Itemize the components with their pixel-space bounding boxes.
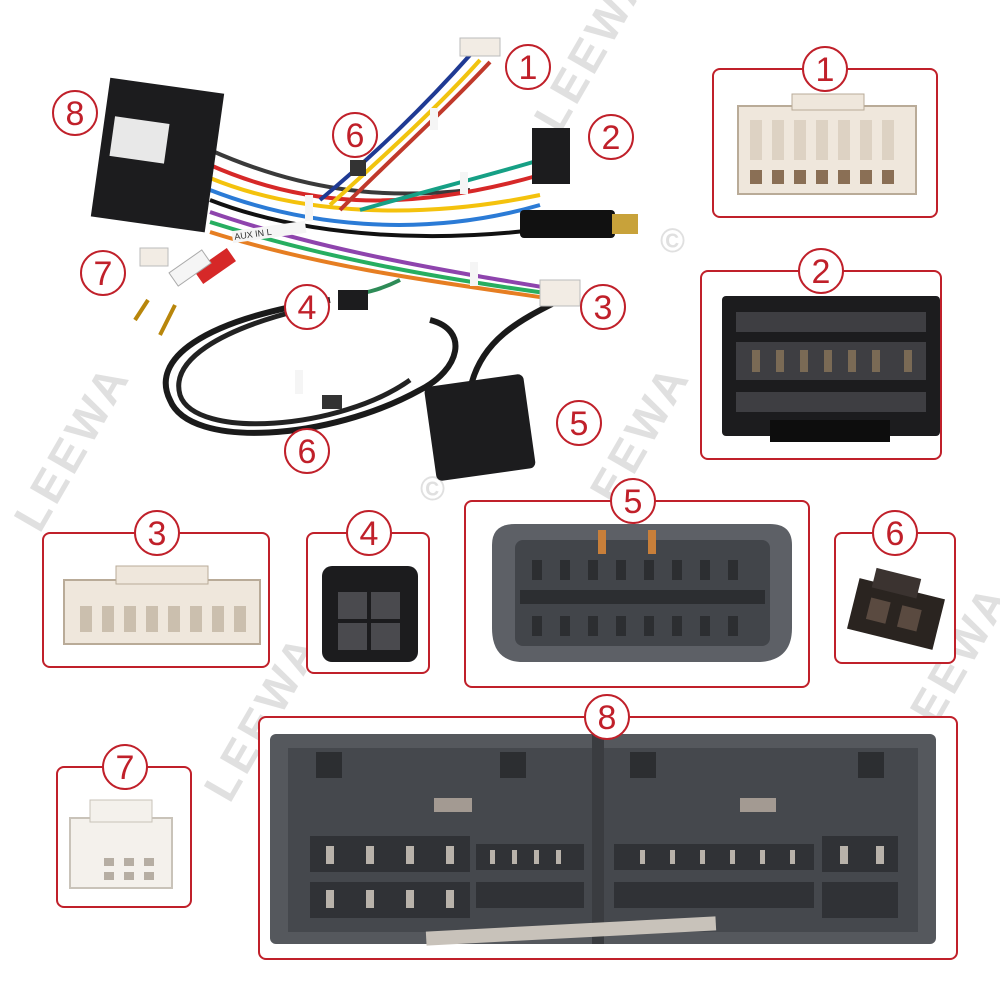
badge-harness-1: 1 — [505, 44, 551, 90]
badge-panel-2: 2 — [798, 248, 844, 294]
badge-panel-7: 7 — [102, 744, 148, 790]
panel-connector-2 — [700, 270, 942, 460]
panel-connector-5 — [464, 500, 810, 688]
badge-panel-4: 4 — [346, 510, 392, 556]
badge-harness-6-top: 6 — [332, 112, 378, 158]
badge-harness-7: 7 — [80, 250, 126, 296]
badge-harness-2: 2 — [588, 114, 634, 160]
badge-harness-6-bottom: 6 — [284, 428, 330, 474]
panel-connector-8 — [258, 716, 958, 960]
badge-harness-8: 8 — [52, 90, 98, 136]
badge-panel-1: 1 — [802, 46, 848, 92]
badge-harness-5: 5 — [556, 400, 602, 446]
badge-panel-8: 8 — [584, 694, 630, 740]
badge-harness-3: 3 — [580, 284, 626, 330]
watermark-symbol-1: © — [660, 222, 690, 260]
badge-harness-4: 4 — [284, 284, 330, 330]
badge-panel-3: 3 — [134, 510, 180, 556]
badge-panel-5: 5 — [610, 478, 656, 524]
badge-panel-6: 6 — [872, 510, 918, 556]
